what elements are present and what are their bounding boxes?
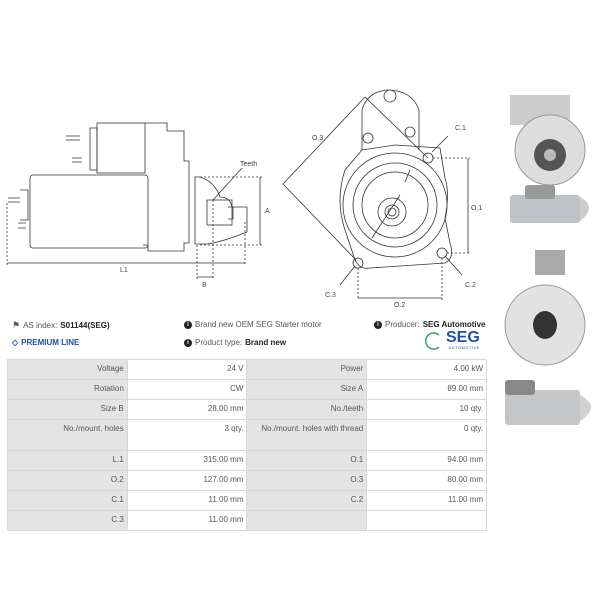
technical-drawing: Teeth A L1 B O.3 C.1 O.1 C.3 O.2 C.2 — [6, 89, 482, 309]
info-icon: i — [184, 338, 192, 347]
spec-label: Voltage — [7, 359, 128, 380]
spec-label — [246, 510, 368, 531]
product-photos — [504, 95, 591, 425]
spec-value: 11.00 mm — [366, 490, 487, 511]
premium-line-label: PREMIUM LINE — [21, 338, 80, 347]
spec-value: 4.00 kW — [366, 359, 487, 380]
logo-text: SEG — [446, 329, 480, 346]
premium-line[interactable]: ◇ PREMIUM LINE — [12, 338, 79, 347]
spec-value: 127.00 mm — [126, 470, 248, 491]
photo-side — [510, 185, 589, 223]
info-icon: i — [374, 320, 382, 329]
photo-front-angle — [510, 95, 586, 186]
logo-ring-icon — [425, 331, 440, 350]
label-teeth: Teeth — [240, 161, 257, 168]
description: i Brand new OEM SEG Starter motor — [184, 320, 322, 329]
spec-label: C.1 — [7, 490, 128, 511]
label-c1: C.1 — [455, 125, 466, 132]
spec-value: 0 qty. — [366, 419, 487, 451]
spec-value: 94.00 mm — [366, 450, 487, 471]
spec-value: 24 V — [126, 359, 248, 380]
spec-value: CW — [126, 379, 248, 400]
spec-label: C.2 — [246, 490, 368, 511]
spec-value: 80.00 mm — [366, 470, 487, 491]
spec-value: 10 qty. — [366, 399, 487, 420]
product-type-label: Product type: — [195, 338, 243, 347]
label-o3: O.3 — [312, 135, 323, 142]
product-type: i Product type: Brand new — [184, 338, 286, 347]
label-l1: L1 — [120, 267, 128, 274]
spec-label: Power — [246, 359, 368, 380]
spec-label: Rotation — [7, 379, 128, 400]
spec-label: Size B — [7, 399, 128, 420]
spec-label: L.1 — [7, 450, 128, 471]
producer-label: Producer: — [385, 320, 420, 329]
as-index-label: AS index: — [23, 321, 58, 330]
label-b: B — [202, 282, 207, 289]
side-view — [6, 122, 262, 280]
spec-label: C.3 — [7, 510, 128, 531]
seg-logo: SEG AUTOMOTIVE — [425, 329, 480, 350]
spec-value: 315.00 mm — [126, 450, 248, 471]
spec-value: 11.00 mm — [126, 490, 248, 511]
logo-subtext: AUTOMOTIVE — [448, 345, 480, 350]
photo-front — [504, 250, 586, 366]
spec-label: O.3 — [246, 470, 368, 491]
front-view — [282, 89, 470, 300]
label-o2: O.2 — [394, 302, 405, 309]
spec-value — [366, 510, 487, 531]
spec-value: 28.00 mm — [126, 399, 248, 420]
spec-value: 11.00 mm — [126, 510, 248, 531]
spec-label: O.2 — [7, 470, 128, 491]
producer-value: SEG Automotive — [422, 320, 486, 329]
spec-label: No./teeth — [246, 399, 368, 420]
tag-icon: ⚑ — [12, 320, 21, 330]
spec-value: 3 qty. — [126, 419, 248, 451]
product-type-value: Brand new — [245, 338, 287, 347]
spec-label: No./mount. holes with thread — [246, 419, 368, 451]
as-index: ⚑ AS index: S01144(SEG) — [12, 320, 110, 331]
spec-label: O.1 — [246, 450, 368, 471]
as-index-value: S01144(SEG) — [60, 321, 110, 330]
diamond-icon: ◇ — [12, 338, 19, 347]
info-icon: i — [184, 320, 192, 329]
spec-label: No./mount. holes — [7, 419, 128, 451]
spec-value: 89.00 mm — [366, 379, 487, 400]
label-o1: O.1 — [471, 205, 482, 212]
spec-label: Size A — [246, 379, 368, 400]
photo-side-2 — [505, 380, 591, 425]
label-c3: C.3 — [325, 292, 336, 299]
description-text: Brand new OEM SEG Starter motor — [195, 320, 322, 329]
label-a: A — [265, 208, 270, 215]
label-c2: C.2 — [465, 282, 476, 289]
producer: i Producer: SEG Automotive — [374, 320, 486, 329]
